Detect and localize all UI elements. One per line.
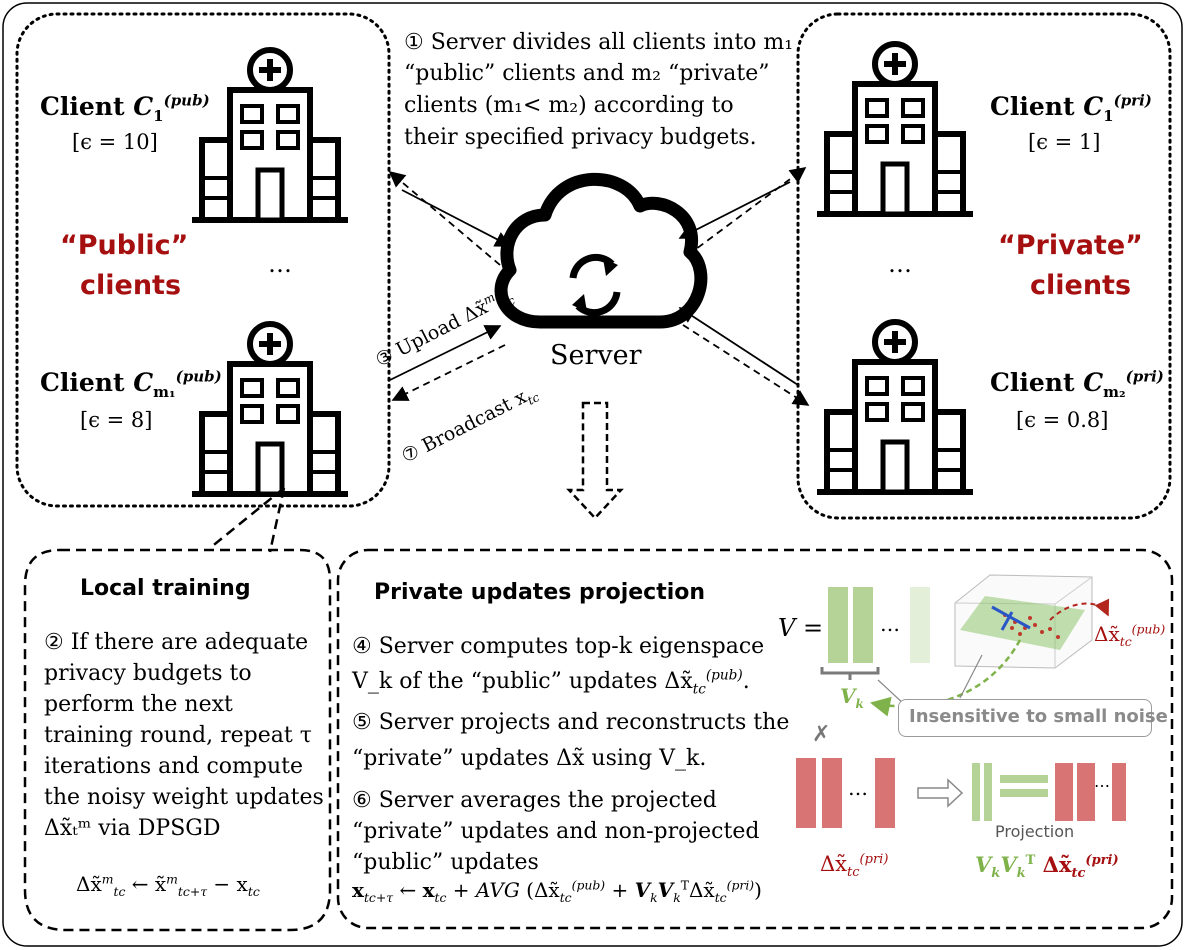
- step1-line2: “public” clients and m₂ “private”: [404, 61, 770, 86]
- step1-line4: their specified privacy budgets.: [404, 125, 757, 150]
- step1-line1: ① Server divides all clients into m₁: [404, 28, 793, 57]
- step2-line6: the noisy weight updates: [44, 785, 324, 810]
- step4-line1: ④ Server computes top-k eigenspace: [352, 634, 765, 659]
- public-label-1: “Public”: [60, 230, 189, 261]
- arrows-bottom-left: [389, 325, 506, 401]
- client-pubm1-name: Client Cm₁(pub): [40, 367, 222, 401]
- v-matrix: [828, 587, 930, 663]
- step2-line5: iterations and compute: [44, 754, 304, 779]
- insensitive-chip: Insensitive to small noise: [898, 699, 1168, 737]
- projection-title: Private updates projection: [374, 580, 706, 605]
- public-ellipsis: …: [268, 250, 292, 278]
- step2-line1: ② If there are adequate: [44, 630, 309, 655]
- vk-brace: [820, 667, 880, 680]
- cloud-server-icon: [494, 172, 708, 329]
- private-bars-dots: …: [848, 776, 868, 800]
- red-dashed-curve: [1049, 598, 1110, 621]
- insensitive-label: Insensitive to small noise: [909, 706, 1168, 727]
- local-training-title: Local training: [80, 576, 251, 601]
- private-update-label: Δx̃tc(pri): [820, 852, 889, 881]
- step6-line2: “private” updates and non-projected: [352, 819, 760, 844]
- step1-text1: ① Server divides all clients into m₁: [404, 30, 794, 55]
- hospital-icon-pub1: [192, 50, 348, 220]
- step2-line2: privacy budgets to: [44, 661, 252, 686]
- server-label: Server: [550, 340, 642, 371]
- step6-line3: “public” updates: [352, 850, 539, 875]
- arrows-top-left: [388, 170, 512, 266]
- local-update-formula: Δx̃mtc ← x̃mtc+τ − xtc: [76, 871, 260, 899]
- step5-line2: “private” updates Δx̃ using V_k.: [352, 746, 707, 771]
- arrows-bottom-right: [678, 307, 810, 406]
- v-matrix-dots: …: [880, 612, 900, 636]
- hospital-icon-pri1: [817, 44, 973, 214]
- step4-line2: V_k of the “public” updates Δx̃tc(pub).: [352, 667, 750, 698]
- client-prim2-name: Client Cm₂(pri): [990, 367, 1164, 401]
- public-label-2: clients: [80, 270, 182, 301]
- private-label-2: clients: [1030, 270, 1132, 301]
- client-pubm1-budget: [ϵ = 8]: [80, 408, 153, 432]
- hospital-icon-pubm1: [192, 324, 348, 494]
- local-training-panel: [23, 548, 332, 932]
- private-update-bars: [796, 758, 895, 828]
- step6-line1: ⑥ Server averages the projected: [352, 788, 717, 813]
- private-group-box: [796, 12, 1172, 520]
- client-pri1-name: Client C1(pri): [990, 91, 1152, 125]
- projected-bars-dots: …: [1094, 772, 1110, 791]
- projection-panel: [336, 548, 1174, 930]
- public-update-label: Δx̃tc(pub): [1094, 621, 1166, 649]
- client-pub1-name: Client C1(pub): [40, 91, 210, 125]
- private-ellipsis: …: [888, 250, 912, 278]
- client-pub1-budget: [ϵ = 10]: [72, 130, 158, 154]
- v-equals-label: V =: [778, 614, 824, 642]
- aggregation-formula: xtc+τ ← xtc + AVG (Δx̃tc(pub) + VkVkTΔx̃…: [352, 877, 762, 905]
- client-prim2-budget: [ϵ = 0.8]: [1016, 408, 1109, 432]
- step2-line7: Δx̃ₜᵐ via DPSGD: [44, 816, 221, 841]
- projection-label: Projection: [995, 822, 1075, 841]
- down-arrow: [566, 401, 624, 520]
- cross-mark: ✗: [812, 722, 831, 747]
- client-pri1-budget: [ϵ = 1]: [1028, 130, 1101, 154]
- public-group-box: [15, 12, 391, 508]
- step2-line3: perform the next: [44, 692, 233, 717]
- step2-line4: training round, repeat τ: [44, 723, 312, 748]
- projection-arrow: [917, 778, 964, 808]
- hospital-icon-prim2: [817, 322, 973, 492]
- projected-formula: VkVkT Δx̃tc(pri): [975, 852, 1119, 882]
- step5-line1: ⑤ Server projects and reconstructs the: [352, 710, 790, 735]
- step1-line3: clients (m₁< m₂) according to: [404, 93, 734, 118]
- vk-label: Vk: [840, 684, 864, 711]
- arrows-top-right: [678, 167, 807, 256]
- eigenspace-3d-plot: [954, 574, 1093, 669]
- green-dashed-curve: [870, 639, 1022, 717]
- private-label-1: “Private”: [998, 230, 1143, 261]
- projected-bars: [972, 763, 1126, 821]
